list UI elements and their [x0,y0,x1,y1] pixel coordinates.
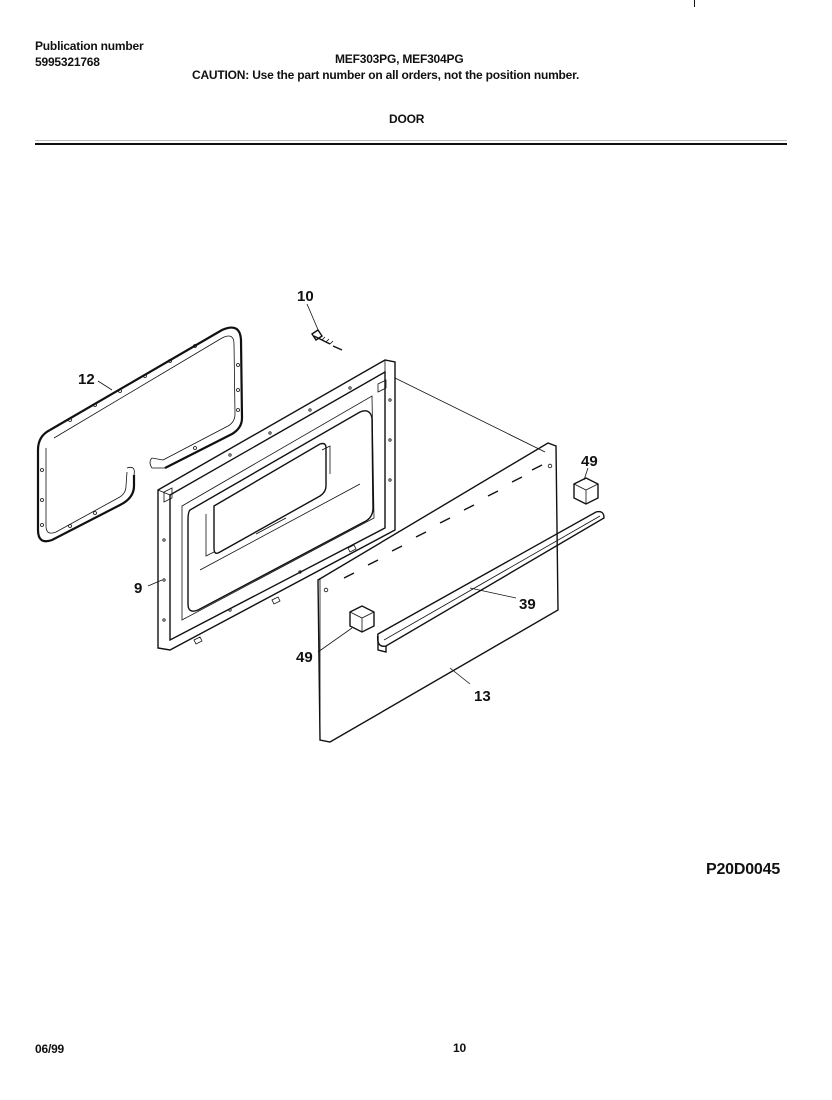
header-thin-divider [35,140,787,141]
endcap-left-part [349,605,375,633]
callout-leader-gasket [97,380,113,391]
callout-leader-outer-door [449,667,471,685]
callout-outer-door: 13 [474,688,491,705]
outer-door-part [317,442,559,743]
handle-part [376,510,605,653]
gasket-part [36,326,244,543]
callout-leader-inner-door [147,579,163,587]
callout-handle: 39 [519,596,536,613]
screw-part [311,329,343,351]
callout-leader-handle [469,587,517,599]
inner-door-part [157,359,396,651]
callout-screw: 10 [297,288,314,305]
callout-leader-endcap-right [583,467,589,481]
callout-leader-screw [306,303,320,333]
callout-endcap-left: 49 [296,649,313,666]
model-numbers: MEF303PG, MEF304PG [335,52,464,66]
header-divider [35,143,787,145]
page-number: 10 [453,1041,466,1055]
endcap-right-part [573,477,599,505]
publication-number: 5995321768 [35,55,100,69]
callout-endcap-right: 49 [581,453,598,470]
corner-tick [694,0,695,7]
callout-inner-door: 9 [134,580,142,597]
publication-label: Publication number [35,39,144,53]
caution-note: CAUTION: Use the part number on all orde… [192,68,580,82]
drawing-id: P20D0045 [706,861,781,878]
revision-date: 06/99 [35,1042,65,1056]
section-title: DOOR [389,112,425,126]
callout-leader-endcap-left [317,627,353,653]
assembly-line [394,377,546,453]
callout-gasket: 12 [78,371,95,388]
